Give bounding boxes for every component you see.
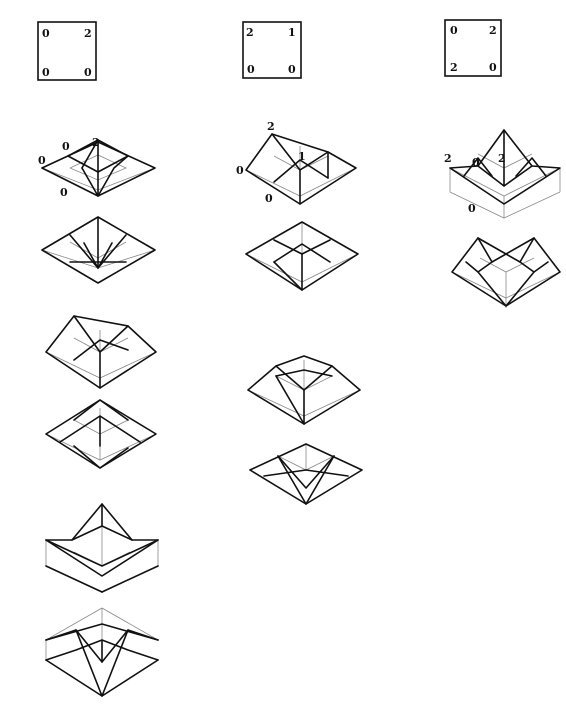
col1-fold1-label-bottom: 0 [60, 186, 68, 199]
col1-corner-top-right: 2 [84, 27, 92, 40]
col2-fold-2 [246, 222, 358, 290]
col3-fold1-label-left: 2 [444, 152, 452, 165]
col2-fold-4 [250, 444, 362, 504]
col1-fold-5 [46, 504, 158, 592]
col2-fold-1: 2 0 1 0 [236, 120, 356, 205]
col1-label-square: 0 2 0 0 [38, 22, 96, 80]
col3-label-square: 0 2 2 0 [445, 20, 501, 76]
col2-fold-3 [248, 356, 360, 424]
col1-fold-3 [46, 316, 156, 388]
col2-fold1-label-left: 0 [236, 164, 244, 177]
col3-corner-top-right: 2 [489, 24, 497, 37]
col2-fold1-label-top: 2 [267, 120, 275, 133]
col1-fold-1: 0 0 0 2 [38, 136, 155, 199]
col2-corner-top-left: 2 [246, 26, 254, 39]
col1-fold1-label-left: 0 [38, 154, 46, 167]
col1-fold1-label-top: 2 [92, 136, 100, 149]
col1-corner-bottom-left: 0 [42, 66, 50, 79]
col3-fold1-label-inner-left: 0 [472, 156, 480, 169]
col3-corner-bottom-right: 0 [489, 61, 497, 74]
col3-fold-2 [452, 238, 560, 308]
col1-fold-4 [46, 400, 156, 468]
col2-corner-bottom-right: 0 [288, 63, 296, 76]
col2-label-square: 2 1 0 0 [243, 22, 301, 78]
col2-fold1-label-bottom: 0 [265, 192, 273, 205]
col3-fold1-label-center: 2 [498, 152, 506, 165]
col1-fold-2 [42, 217, 155, 283]
col3-corner-top-left: 0 [450, 24, 458, 37]
col3-fold1-label-bottom: 0 [468, 202, 476, 215]
col1-corner-top-left: 0 [42, 27, 50, 40]
col1-fold1-label-upper-left: 0 [62, 140, 70, 153]
col3-corner-bottom-left: 2 [450, 61, 458, 74]
col1-corner-bottom-right: 0 [84, 66, 92, 79]
col1-fold-6 [46, 608, 158, 696]
col2-corner-top-right: 1 [288, 26, 296, 39]
col3-fold-1: 2 0 2 0 [444, 130, 560, 218]
col2-fold1-label-center: 1 [298, 150, 306, 163]
col2-corner-bottom-left: 0 [247, 63, 255, 76]
